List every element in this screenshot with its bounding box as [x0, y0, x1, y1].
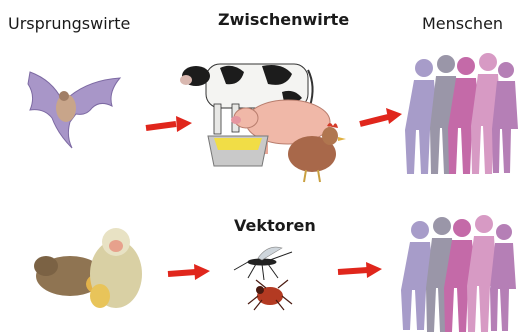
- bat-icon: [28, 72, 120, 148]
- tick-icon: [248, 280, 292, 310]
- arrow-right-icon: [146, 116, 192, 132]
- arrow-right-icon: [168, 264, 210, 280]
- people-group-icon: [401, 215, 516, 332]
- mosquito-icon: [234, 247, 292, 280]
- trough-icon: [208, 136, 268, 166]
- monkey-icon: [90, 228, 142, 308]
- arrow-right-icon: [338, 262, 382, 278]
- arrow-right-icon: [360, 108, 402, 124]
- people-group-icon: [405, 53, 518, 174]
